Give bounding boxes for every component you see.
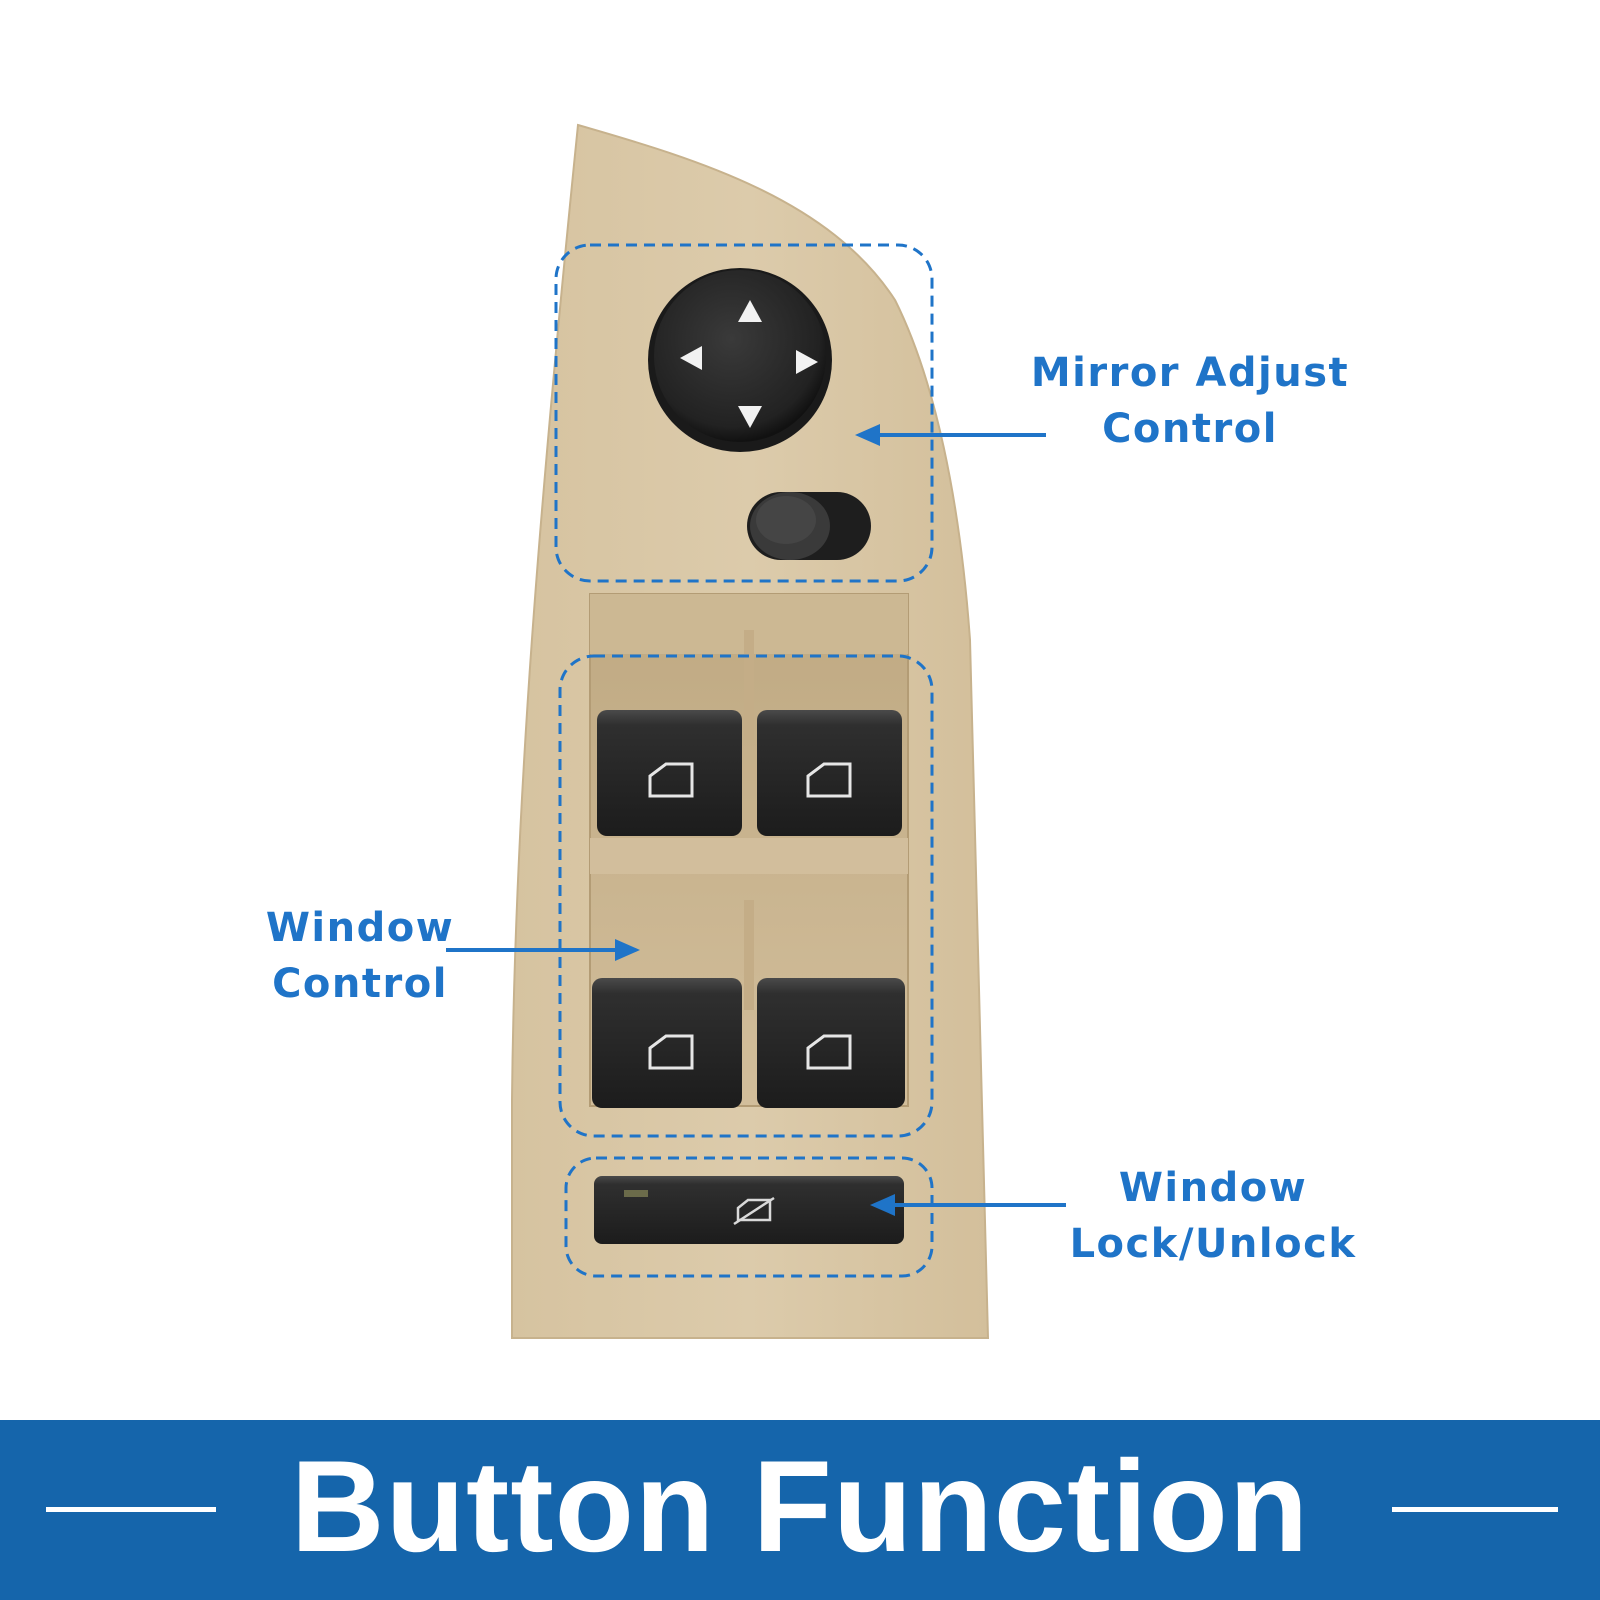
lock-indicator-led (624, 1190, 648, 1197)
car-window-icon (648, 1034, 694, 1070)
window-lock-button[interactable] (594, 1176, 904, 1244)
window-control-highlight (558, 654, 934, 1138)
window-switch-panel (446, 123, 1066, 1339)
arrow-right-icon (796, 350, 818, 374)
window-lock-highlight (564, 1156, 934, 1278)
banner-rule-right (1392, 1507, 1558, 1512)
mirror-adjust-label-line2: Control (1102, 406, 1278, 452)
arrow-left-icon (680, 346, 702, 370)
title-banner: Button Function (0, 1420, 1600, 1600)
window-button-front-right[interactable] (757, 710, 902, 836)
car-window-icon (648, 762, 694, 798)
mirror-adjust-knob[interactable] (648, 268, 832, 452)
mirror-adjust-label-line1: Mirror Adjust (1030, 350, 1350, 396)
window-button-front-left[interactable] (597, 710, 742, 836)
window-lock-icon (733, 1196, 775, 1226)
banner-rule-left (46, 1507, 216, 1512)
banner-title: Button Function (290, 1433, 1310, 1579)
mirror-adjust-highlight (554, 243, 934, 583)
window-lock-label-line2: Lock/Unlock (1069, 1221, 1357, 1267)
window-control-label: Window Control (250, 900, 470, 1012)
window-lock-label: Window Lock/Unlock (1048, 1160, 1378, 1272)
mirror-selector-toggle[interactable] (747, 492, 871, 560)
mirror-adjust-arrow (855, 424, 1046, 446)
window-button-rear-right[interactable] (757, 978, 905, 1108)
arrow-up-icon (738, 300, 762, 322)
window-button-rear-left[interactable] (592, 978, 742, 1108)
car-window-icon (806, 1034, 852, 1070)
window-control-label-line1: Window (265, 905, 455, 951)
window-control-arrow (446, 939, 640, 961)
car-window-icon (806, 762, 852, 798)
arrow-down-icon (738, 406, 762, 428)
window-control-label-line2: Control (272, 961, 448, 1007)
window-lock-arrow (870, 1194, 1066, 1216)
mirror-adjust-label: Mirror Adjust Control (1010, 345, 1370, 457)
window-lock-label-line1: Window (1118, 1165, 1308, 1211)
